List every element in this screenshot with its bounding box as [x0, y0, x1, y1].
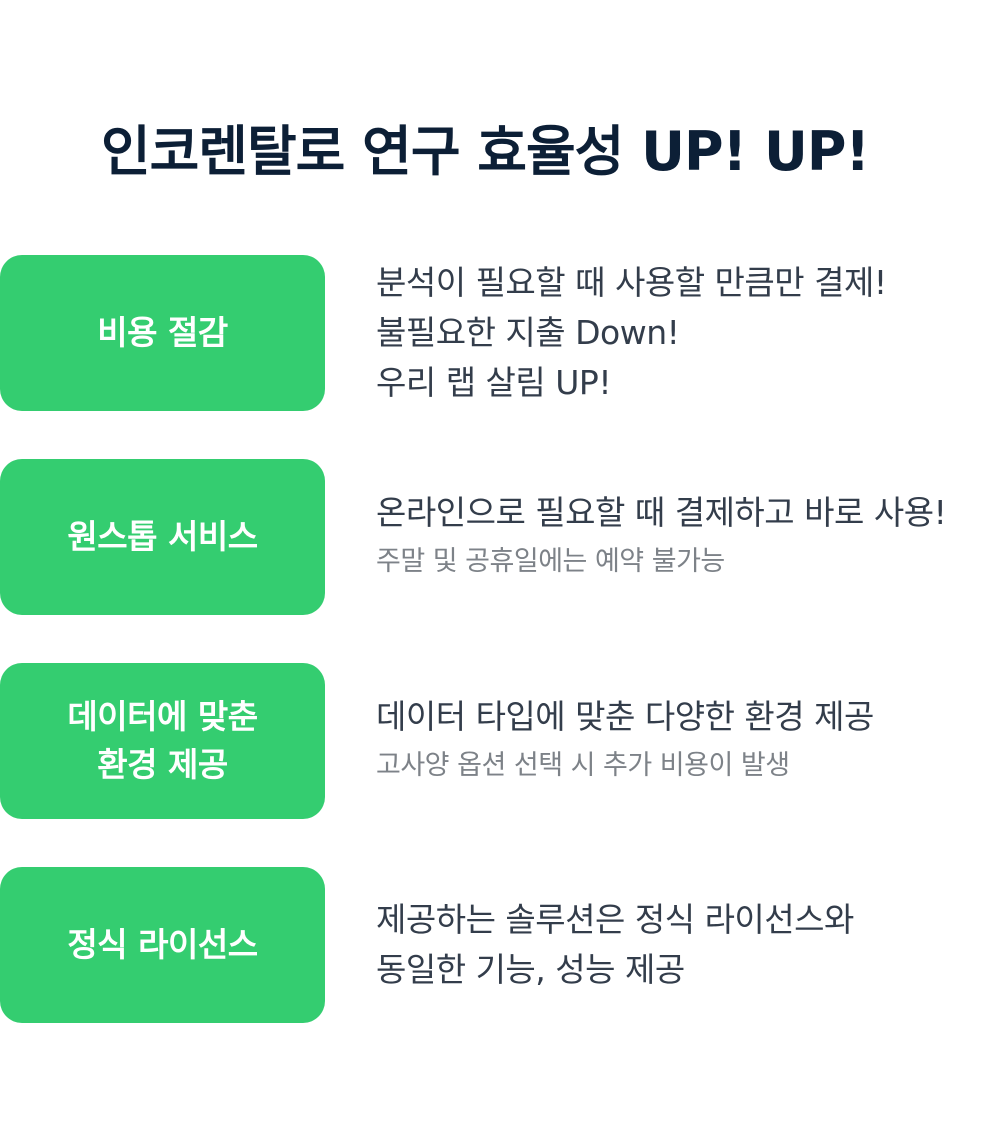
- feature-description: 온라인으로 필요할 때 결제하고 바로 사용! 주말 및 공휴일에는 예약 불가…: [376, 459, 990, 615]
- feature-description-line: 분석이 필요할 때 사용할 만큼만 결제!: [376, 263, 887, 302]
- feature-description: 데이터 타입에 맞춘 다양한 환경 제공 고사양 옵션 선택 시 추가 비용이 …: [376, 663, 990, 819]
- feature-description-line: 동일한 기능, 성능 제공: [376, 950, 685, 989]
- feature-badge: 데이터에 맞춘 환경 제공: [0, 663, 325, 819]
- feature-description-line: 제공하는 솔루션은 정식 라이선스와: [376, 900, 854, 939]
- feature-description: 제공하는 솔루션은 정식 라이선스와 동일한 기능, 성능 제공: [376, 867, 990, 1023]
- feature-note: 주말 및 공휴일에는 예약 불가능: [376, 546, 725, 577]
- feature-note: 고사양 옵션 선택 시 추가 비용이 발생: [376, 750, 790, 781]
- feature-badge-label: 정식 라이선스: [67, 925, 258, 964]
- feature-description-line: 온라인으로 필요할 때 결제하고 바로 사용!: [376, 493, 947, 532]
- feature-badge-label: 원스톱 서비스: [67, 517, 258, 556]
- feature-badge: 원스톱 서비스: [0, 459, 325, 615]
- page-title: 인코렌탈로 연구 효율성 UP! UP!: [100, 120, 870, 183]
- feature-row-cost-saving: 비용 절감 분석이 필요할 때 사용할 만큼만 결제! 불필요한 지출 Down…: [0, 255, 990, 411]
- feature-row-official-license: 정식 라이선스 제공하는 솔루션은 정식 라이선스와 동일한 기능, 성능 제공: [0, 867, 990, 1023]
- feature-badge: 비용 절감: [0, 255, 325, 411]
- feature-description-line: 불필요한 지출 Down!: [376, 313, 680, 352]
- feature-row-data-environment: 데이터에 맞춘 환경 제공 데이터 타입에 맞춘 다양한 환경 제공 고사양 옵…: [0, 663, 990, 819]
- feature-description-line: 우리 랩 살림 UP!: [376, 363, 612, 402]
- feature-description-line: 데이터 타입에 맞춘 다양한 환경 제공: [376, 697, 874, 736]
- feature-badge-label: 데이터에 맞춘: [67, 697, 258, 736]
- feature-badge-label: 비용 절감: [97, 313, 228, 352]
- feature-badge-label: 환경 제공: [97, 745, 228, 784]
- feature-description: 분석이 필요할 때 사용할 만큼만 결제! 불필요한 지출 Down! 우리 랩…: [376, 255, 990, 411]
- feature-badge: 정식 라이선스: [0, 867, 325, 1023]
- feature-row-one-stop-service: 원스톱 서비스 온라인으로 필요할 때 결제하고 바로 사용! 주말 및 공휴일…: [0, 459, 990, 615]
